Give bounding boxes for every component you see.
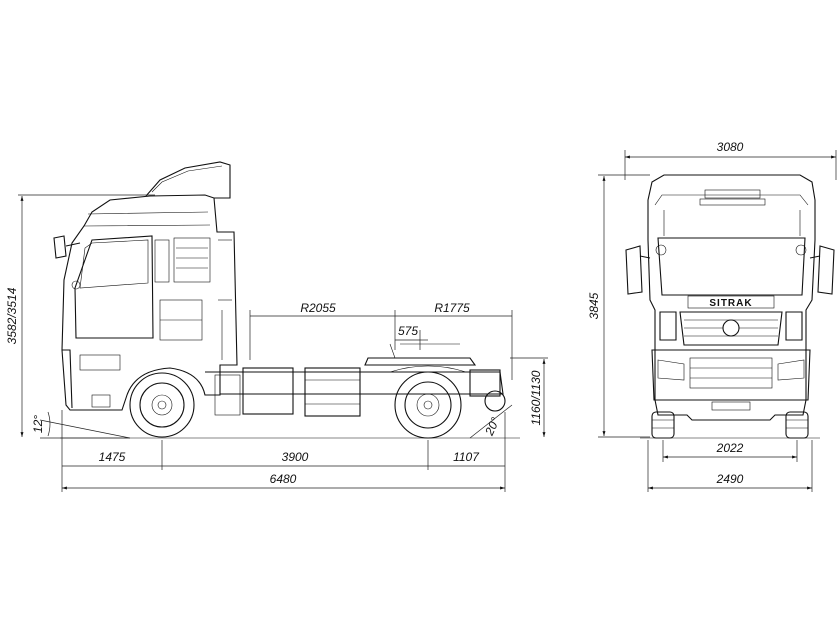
front-overhang-label: 1475 [99, 450, 126, 464]
overall-height-label: 3845 [587, 292, 601, 319]
side-height-label: 3582/3514 [5, 287, 19, 344]
length-dimensions: 1475 3900 1107 6480 [61, 410, 506, 492]
track-width-label: 2022 [716, 441, 744, 455]
body-width-dimension: 2490 [647, 440, 813, 492]
track-width-dimension: 2022 [662, 440, 798, 462]
front-view: 3080 3845 SITRAK [587, 140, 837, 492]
rear-wheel [389, 365, 467, 439]
approach-angle-label: 12° [31, 415, 45, 433]
rear-overhang-label: 1107 [453, 450, 480, 464]
overall-height-dimension: 3845 [587, 174, 650, 438]
radius-rear-label: R1775 [434, 301, 470, 315]
overall-width-label: 3080 [717, 140, 744, 154]
cab-side [53, 161, 238, 411]
fifth-wheel-offset-label: 575 [398, 324, 418, 338]
cab-front: SITRAK [625, 174, 835, 421]
wheelbase-label: 3900 [282, 450, 309, 464]
departure-angle-label: 20° [482, 415, 503, 438]
brand-label: SITRAK [709, 298, 752, 309]
height-dimension-side: 3582/3514 [5, 194, 155, 437]
chassis-side [205, 343, 506, 417]
overall-length-label: 6480 [270, 472, 297, 486]
front-wheels [651, 411, 809, 439]
fifth-wheel-height-dimension: 1160/1130 [510, 357, 548, 437]
radius-front-label: R2055 [300, 301, 336, 315]
fifth-wheel-height-label: 1160/1130 [529, 370, 543, 425]
swing-radius-dimensions: R2055 R1775 575 [249, 301, 513, 380]
overall-width-dimension: 3080 [624, 140, 837, 180]
approach-angle: 12° [31, 411, 131, 439]
front-wheel [129, 372, 195, 438]
side-view: 3582/3514 12° 20° 1160/1130 [5, 161, 548, 492]
body-width-label: 2490 [716, 472, 744, 486]
